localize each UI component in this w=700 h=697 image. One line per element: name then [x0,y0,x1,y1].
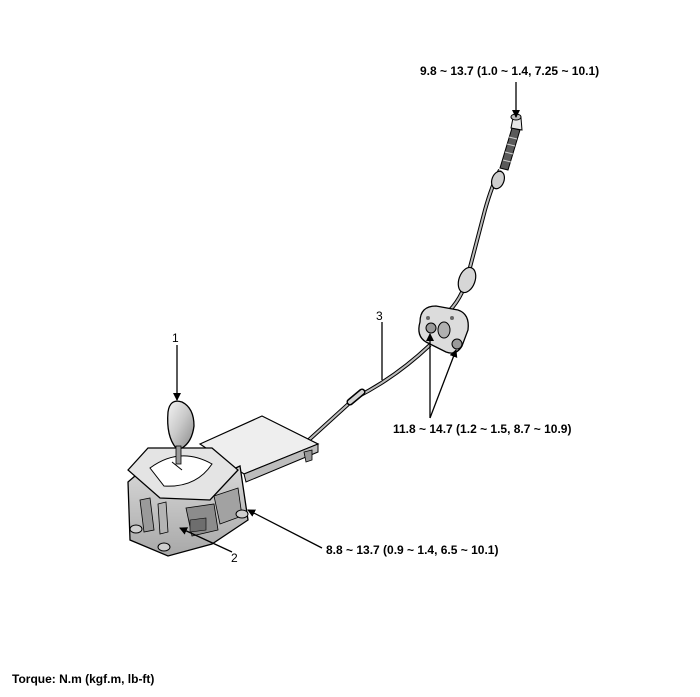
callout-item-2: 2 [231,551,238,565]
shift-knob [167,400,195,449]
shift-cable [298,113,523,450]
torque-units-note: Torque: N.m (kgf.m, lb-ft) [12,672,155,686]
leader-item-2 [179,527,233,553]
cable-end-boot [499,127,521,171]
cable-grommet [457,266,477,294]
leader-lever-torque [247,509,323,549]
leader-lines [173,82,520,553]
callout-item-1: 1 [172,331,179,345]
callout-item-3: 3 [376,309,383,323]
mount-foot-rear-right [235,509,249,519]
shift-lever-shaft [175,445,182,465]
mount-foot-front-left [129,524,143,534]
torque-lever-assembly-bolts: 8.8 ~ 13.7 (0.9 ~ 1.4, 6.5 ~ 10.1) [326,543,499,557]
cable-end-collar [490,170,506,190]
torque-cable-end-nut: 9.8 ~ 13.7 (1.0 ~ 1.4, 7.25 ~ 10.1) [420,64,600,78]
bracket-bolt-right [451,338,463,350]
torque-bracket-bolts: 11.8 ~ 14.7 (1.2 ~ 1.5, 8.7 ~ 10.9) [393,422,572,436]
bracket-bolt-left [425,322,437,334]
mount-foot-front-right [157,542,171,552]
leader-bracket-torque-right [429,349,458,419]
cable-bracket [418,305,469,354]
shift-lever-assembly [127,400,249,557]
